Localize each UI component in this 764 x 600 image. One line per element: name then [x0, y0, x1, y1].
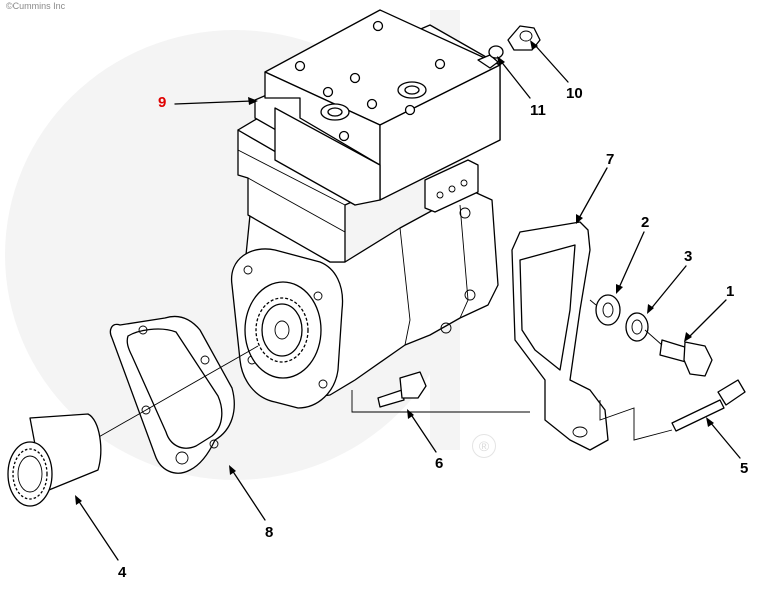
callout-9-compressor[interactable]: 9: [158, 94, 167, 111]
callout-4-needle-bearing[interactable]: 4: [118, 564, 127, 581]
callout-3-lock-washer[interactable]: 3: [684, 248, 693, 265]
flat-washer: [595, 294, 621, 326]
callout-10-plug[interactable]: 10: [566, 85, 583, 102]
callout-1-capscrew[interactable]: 1: [726, 283, 735, 300]
assembly-line-bolt: [599, 400, 673, 441]
head-ports: [320, 81, 427, 121]
copyright-notice: ©Cummins Inc: [6, 1, 66, 11]
air-compressor-assembly: [231, 9, 501, 409]
hex-capscrew: [659, 339, 713, 377]
support-bracket: [511, 221, 609, 451]
needle-bearing: [7, 413, 102, 507]
registered-trademark-mark: ®: [472, 434, 496, 458]
leader-lines: [75, 40, 741, 561]
callout-6-capscrew[interactable]: 6: [435, 455, 444, 472]
head-bolts: [294, 20, 446, 142]
callout-8-gasket[interactable]: 8: [265, 524, 274, 541]
callout-11-o-ring[interactable]: 11: [530, 102, 546, 119]
callout-2-flat-washer[interactable]: 2: [641, 214, 650, 231]
drive-gear: [255, 297, 309, 363]
flanged-capscrew-long: [671, 379, 746, 432]
capscrew-with-nut: [377, 371, 427, 408]
o-ring-seal: [488, 45, 504, 59]
callout-7-bracket[interactable]: 7: [606, 151, 615, 168]
assembly-line-bracket: [351, 390, 530, 413]
callout-5-flanged-capscrew[interactable]: 5: [740, 460, 749, 477]
lock-washer: [625, 312, 649, 342]
